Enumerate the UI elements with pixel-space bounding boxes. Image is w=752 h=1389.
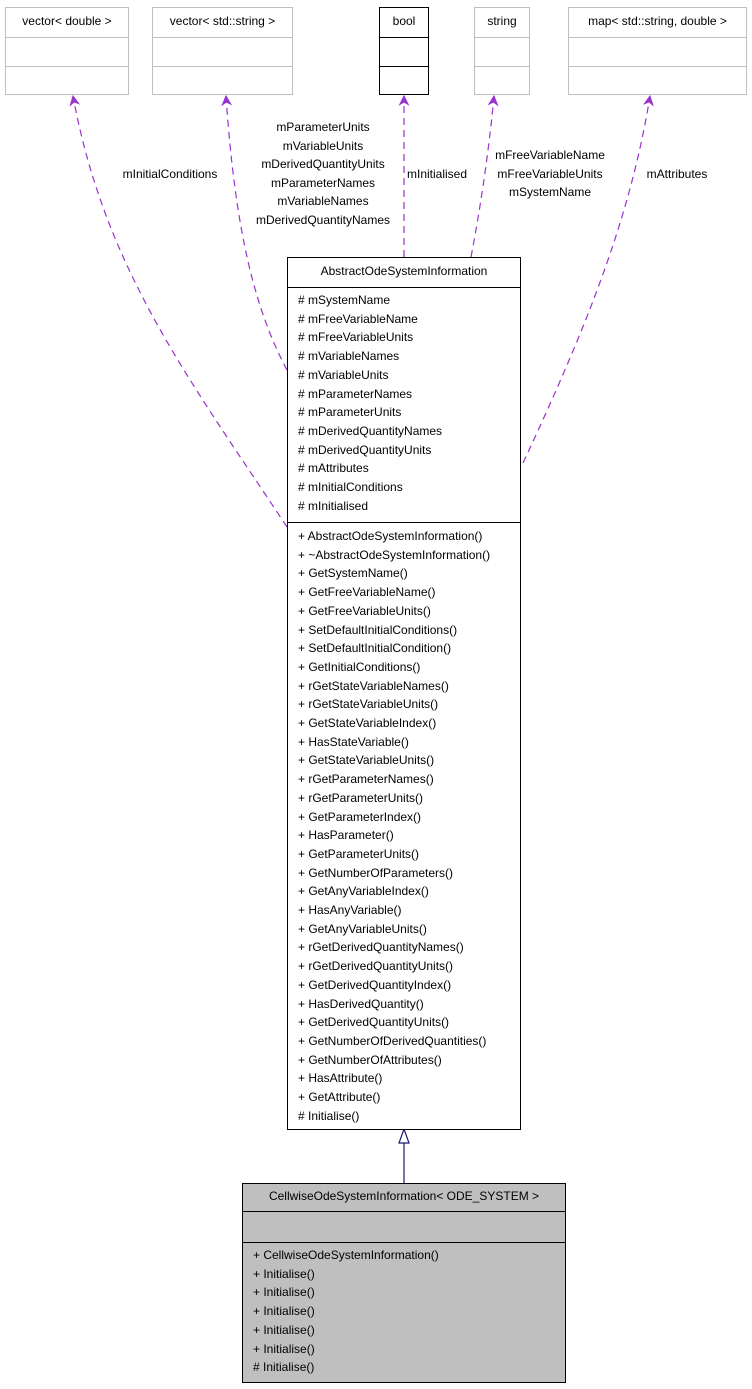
type-name: map< std::string, double > (588, 14, 727, 28)
class-method: + GetNumberOfParameters() (298, 865, 454, 880)
class-method: + Initialise() (253, 1304, 315, 1319)
type-name: vector< double > (22, 14, 112, 28)
class-method: + GetAttribute() (298, 1090, 381, 1105)
edge-strings (470, 94, 499, 258)
class-method: + GetDerivedQuantityIndex() (298, 977, 452, 992)
class-method: # Initialise() (298, 1108, 360, 1123)
class-name: CellwiseOdeSystemInformation< ODE_SYSTEM… (268, 1189, 540, 1203)
class-method: + Initialise() (253, 1322, 315, 1337)
class-method: + rGetParameterUnits() (298, 790, 424, 805)
class-attribute: # mVariableUnits (298, 367, 389, 382)
class-attribute: # mDerivedQuantityNames (298, 423, 443, 438)
class-method: + rGetParameterNames() (298, 772, 434, 787)
class-methods-compartment: + AbstractOdeSystemInformation() + ~Abstr… (288, 522, 520, 1126)
edge-attributes (522, 94, 654, 464)
class-method: + rGetDerivedQuantityNames() (298, 940, 464, 955)
class-method: + GetParameterUnits() (298, 846, 420, 861)
class-attribute: # mInitialised (298, 498, 369, 513)
class-attributes-compartment: # mSystemName # mFreeVariableName # mFreeV… (288, 287, 520, 522)
class-box-cellwise-ode-system-information: CellwiseOdeSystemInformation< ODE_SYSTEM… (242, 1183, 566, 1383)
class-attribute: # mAttributes (298, 461, 369, 476)
class-attribute: # mFreeVariableUnits (298, 330, 414, 345)
edge-label-attributes: mAttributes (646, 167, 708, 181)
class-method: + GetSystemName() (298, 566, 408, 581)
class-attribute: # mSystemName (298, 293, 391, 307)
class-method: + GetAnyVariableUnits() (298, 921, 427, 936)
type-methods-compartment (6, 66, 128, 94)
class-method: + GetAnyVariableIndex() (298, 884, 429, 899)
class-method: + GetStateVariableIndex() (298, 716, 437, 731)
class-method: + rGetStateVariableNames() (298, 678, 449, 693)
type-attributes-compartment (475, 37, 529, 66)
class-method: + HasStateVariable() (298, 734, 409, 749)
edge-label-strings: mFreeVariableName mFreeVariableUnits mSy… (495, 148, 605, 199)
edge-label-initialised: mInitialised (406, 167, 468, 181)
class-attribute: # mDerivedQuantityUnits (298, 442, 432, 457)
class-box-abstract-ode-system-information: AbstractOdeSystemInformation # mSystemNa… (287, 257, 521, 1130)
type-methods-compartment (475, 66, 529, 94)
class-method: + GetStateVariableUnits() (298, 753, 435, 768)
class-attribute: # mFreeVariableName (298, 311, 418, 326)
type-attributes-compartment (153, 37, 292, 66)
class-method: + Initialise() (253, 1285, 315, 1300)
type-methods-compartment (153, 66, 292, 94)
type-name: bool (392, 14, 416, 28)
class-attribute: # mInitialConditions (298, 480, 403, 495)
edge-initial-conditions (69, 94, 288, 528)
edge-label-initial-conditions: mInitialConditions (122, 167, 218, 181)
class-method: # Initialise() (253, 1360, 315, 1375)
class-method: + SetDefaultInitialConditions() (298, 622, 458, 637)
class-name: AbstractOdeSystemInformation (320, 264, 488, 278)
class-method: + rGetDerivedQuantityUnits() (298, 959, 454, 974)
class-method: + HasDerivedQuantity() (298, 996, 424, 1011)
type-attributes-compartment (569, 37, 746, 66)
type-attributes-compartment (6, 37, 128, 66)
inheritance-arrowhead (398, 1127, 410, 1144)
class-method: + GetNumberOfDerivedQuantities() (298, 1033, 487, 1048)
type-box-vector-double: vector< double > (5, 7, 129, 95)
class-method: + rGetStateVariableUnits() (298, 697, 439, 712)
class-method: + HasAttribute() (298, 1071, 383, 1086)
class-method: + GetNumberOfAttributes() (298, 1052, 442, 1067)
class-attribute: # mVariableNames (298, 349, 400, 364)
edge-label-string-vectors: mParameterUnits mVariableUnits mDerivedQ… (255, 120, 391, 227)
type-name: string (487, 14, 517, 28)
edge-string-vectors (221, 94, 288, 371)
class-method: + GetFreeVariableName() (298, 585, 436, 600)
class-attribute: # mParameterUnits (298, 405, 402, 420)
class-method: + GetFreeVariableUnits() (298, 603, 431, 618)
class-method: + GetParameterIndex() (298, 809, 422, 824)
class-method: + SetDefaultInitialCondition() (298, 641, 452, 656)
type-attributes-compartment (380, 37, 428, 66)
type-methods-compartment (380, 66, 428, 94)
class-methods-compartment: + CellwiseOdeSystemInformation() + Initia… (243, 1242, 565, 1377)
class-method: + HasParameter() (298, 828, 394, 843)
class-attributes-compartment (243, 1211, 565, 1242)
class-method: + GetDerivedQuantityUnits() (298, 1015, 450, 1030)
type-name: vector< std::string > (169, 14, 276, 28)
class-method: + HasAnyVariable() (298, 903, 402, 918)
class-method: + Initialise() (253, 1341, 315, 1356)
class-attribute: # mParameterNames (298, 386, 413, 401)
type-box-vector-string: vector< std::string > (152, 7, 293, 95)
class-method: + Initialise() (253, 1266, 315, 1281)
type-methods-compartment (569, 66, 746, 94)
class-method: + AbstractOdeSystemInformation() (298, 529, 483, 543)
type-box-map-string-double: map< std::string, double > (568, 7, 747, 95)
class-method: + ~AbstractOdeSystemInformation() (298, 547, 491, 562)
class-method: + GetInitialConditions() (298, 659, 421, 674)
type-box-string: string (474, 7, 530, 95)
type-box-bool: bool (379, 7, 429, 95)
class-method: + CellwiseOdeSystemInformation() (253, 1248, 439, 1262)
